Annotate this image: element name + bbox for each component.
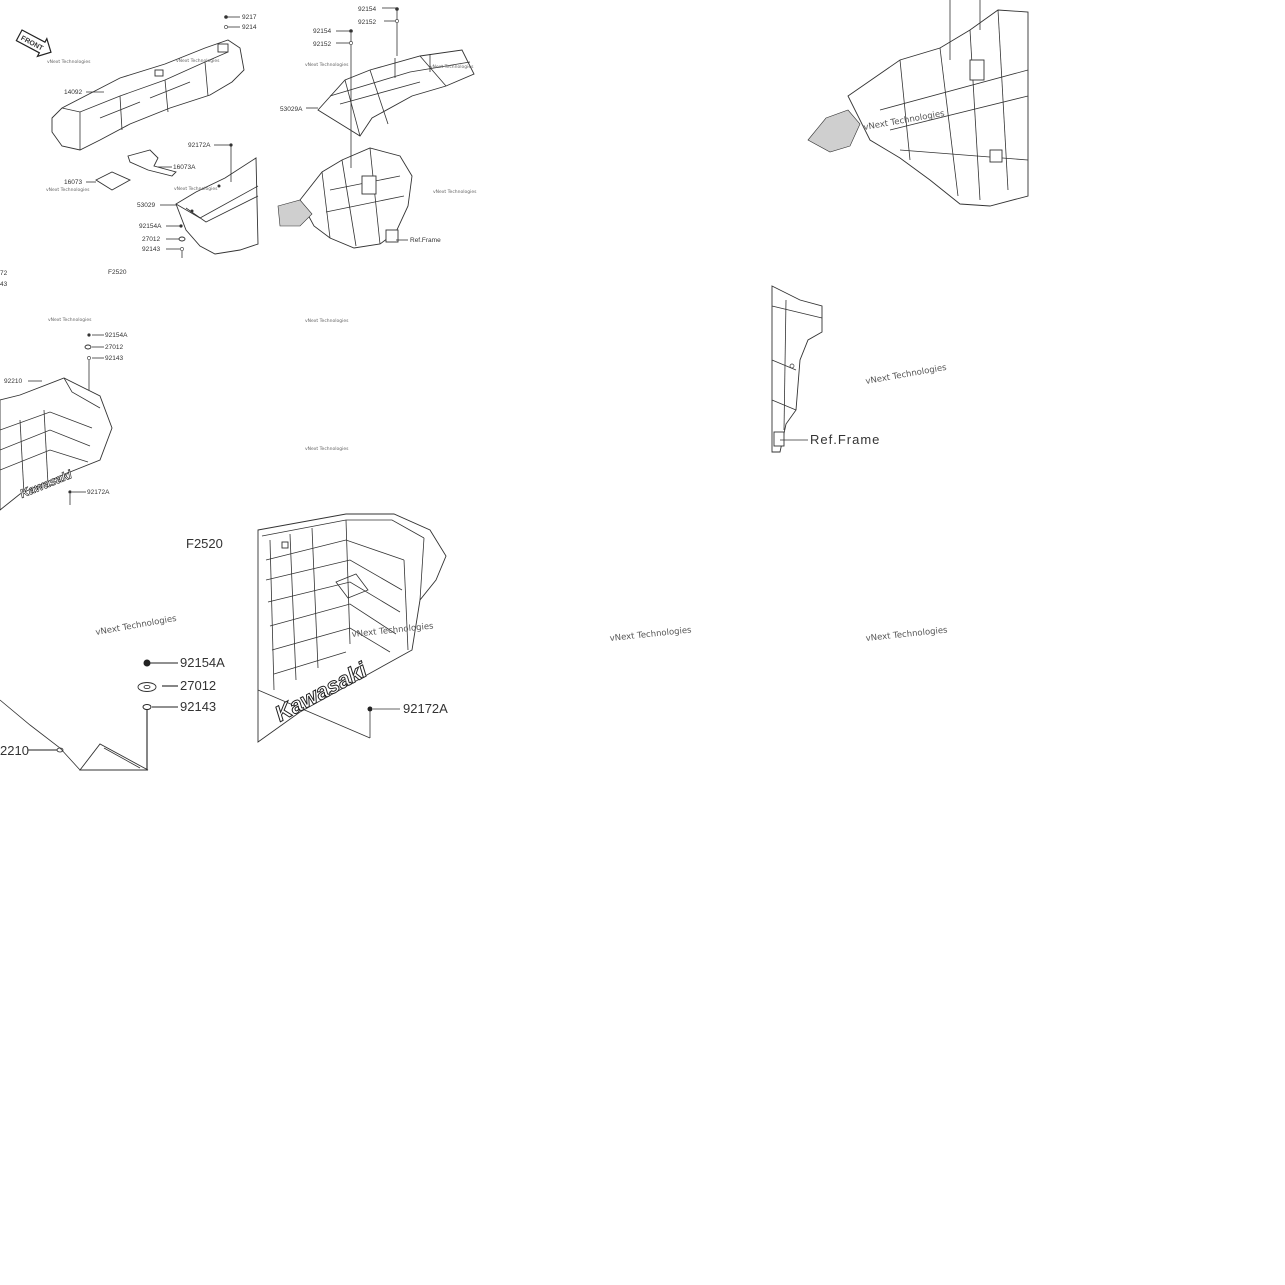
callout-92154A: 92154A: [180, 655, 225, 670]
cargo-bed-small: Kawasaki 92154A 27012 92143 92210 92172A…: [0, 317, 128, 511]
watermark: vNext Technologies: [305, 318, 349, 324]
ref-frame-label-small: Ref.Frame: [410, 237, 441, 244]
washer-icon: [142, 704, 152, 710]
frame-detail-bottom: Ref.Frame vNext Technologies: [771, 285, 948, 453]
watermark: vNext Technologies: [865, 363, 948, 387]
watermark: vNext Technologies: [865, 625, 948, 644]
callout-92172A: 92172A: [188, 142, 211, 149]
callout-92154: 92154: [358, 6, 376, 13]
front-arrow-icon: FRONT: [15, 29, 52, 58]
callout-72: 72: [0, 270, 8, 277]
watermark: vNext Technologies: [433, 189, 477, 195]
callout-92172A: 92172A: [403, 701, 448, 716]
bed-frame-assembly: 92154 92152 92154 92152 53029A Ref.Frame…: [277, 6, 477, 452]
watermark: vNext Technologies: [305, 446, 349, 452]
watermark: vNext Technologies: [174, 186, 218, 192]
watermark: vNext Technologies: [176, 58, 220, 64]
figure-code: F2520: [186, 536, 223, 551]
watermark: vNext Technologies: [430, 64, 474, 70]
figure-code-small: F2520: [108, 269, 127, 276]
cargo-bed-large: Kawasaki 92172A vNext Technologies: [257, 513, 448, 743]
callout-14092: 14092: [64, 89, 82, 96]
callout-92152: 92152: [358, 19, 376, 26]
callout-53029A: 53029A: [280, 106, 303, 113]
callout-43: 43: [0, 281, 8, 288]
callout-92143: 92143: [142, 246, 160, 253]
callout-92143: 92143: [105, 355, 123, 362]
callout-92154A: 92154A: [105, 332, 128, 339]
callout-27012: 27012: [105, 344, 123, 351]
callout-92172A: 92172A: [87, 489, 110, 496]
bolt-icon: [143, 659, 151, 667]
callout-9214: 9214: [242, 24, 257, 31]
callout-92143: 92143: [180, 699, 216, 714]
watermark: vNext Technologies: [609, 625, 692, 644]
callout-16073: 16073: [64, 179, 82, 186]
callout-9217: 9217: [242, 14, 257, 21]
callout-92154A: 92154A: [139, 223, 162, 230]
clip-icon: [137, 682, 157, 692]
frame-detail-top: vNext Technologies: [807, 0, 1029, 207]
callout-92152: 92152: [313, 41, 331, 48]
watermark: vNext Technologies: [47, 59, 91, 65]
callout-92210: 2210: [0, 743, 29, 758]
cargo-bed-large-left: F2520 92154A 27012 92143 2210 vNext Tech…: [0, 536, 225, 771]
undercover-assembly: FRONT: [0, 14, 259, 288]
watermark: vNext Technologies: [46, 187, 90, 193]
callout-92210: 92210: [4, 378, 22, 385]
callout-16073A: 16073A: [173, 164, 196, 171]
ref-frame-label: Ref.Frame: [810, 432, 880, 447]
callout-27012: 27012: [180, 678, 216, 693]
callout-53029: 53029: [137, 202, 155, 209]
watermark: vNext Technologies: [95, 614, 178, 638]
callout-27012: 27012: [142, 236, 160, 243]
watermark: vNext Technologies: [48, 317, 92, 323]
watermark: vNext Technologies: [305, 62, 349, 68]
callout-92154: 92154: [313, 28, 331, 35]
